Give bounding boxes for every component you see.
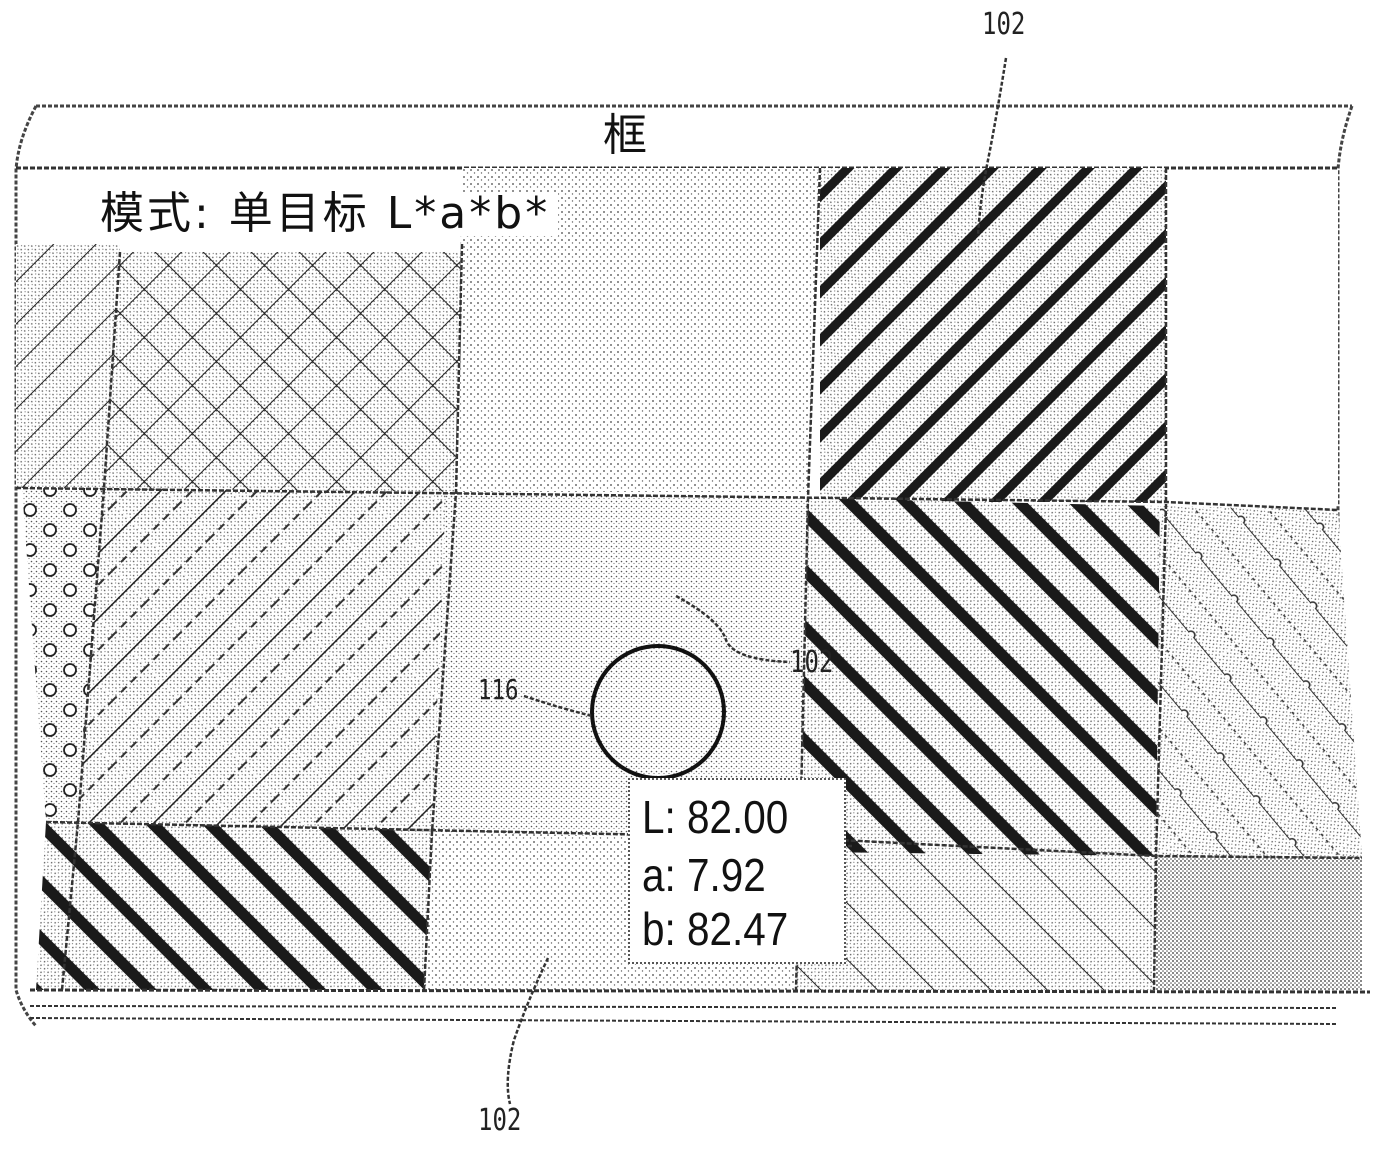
readout-l-value: 82.00 [687, 791, 789, 843]
patch-bottom-right [1156, 856, 1362, 990]
readout-row-b: b: 82.47 [642, 903, 789, 955]
patch-sample-column [456, 168, 820, 492]
patch-thick-back [800, 498, 1160, 856]
reference-numeral-sample-circle: 116 [478, 673, 519, 706]
readout-a-label: a [642, 849, 665, 901]
patch-boundaries [15, 167, 1363, 991]
patch-dashed-diagonal [78, 488, 446, 832]
reference-numeral-bottom: 102 [478, 1103, 522, 1138]
bottom-rails [29, 988, 1371, 1025]
patch-top-left [16, 244, 120, 488]
readout-l-label: L [642, 791, 665, 843]
color-readout: L: 82.00 a: 7.92 b: 82.47 [628, 778, 846, 964]
reference-numeral-middle: 102 [790, 645, 834, 680]
readout-b-label: b [642, 903, 665, 955]
frame-title: 框 [603, 110, 647, 161]
patch-crosshatch [104, 252, 462, 492]
image-area [16, 168, 1362, 990]
readout-row-l: L: 82.00 [642, 791, 789, 843]
reference-numeral-top: 102 [982, 7, 1026, 42]
readout-b-value: 82.47 [687, 903, 789, 955]
sample-circle [590, 644, 726, 780]
patch-blank [1166, 170, 1338, 506]
readout-row-a: a: 7.92 [642, 849, 766, 901]
patch-top-right [820, 168, 1166, 502]
patch-dot-line [1156, 506, 1362, 856]
readout-a-value: 7.92 [687, 849, 766, 901]
mode-label: 模式: 单目标 L*a*b* [92, 192, 559, 236]
patch-bottom-left [36, 822, 432, 990]
patch-bottom-thin [796, 852, 1156, 990]
leader-lines [506, 57, 1008, 1105]
